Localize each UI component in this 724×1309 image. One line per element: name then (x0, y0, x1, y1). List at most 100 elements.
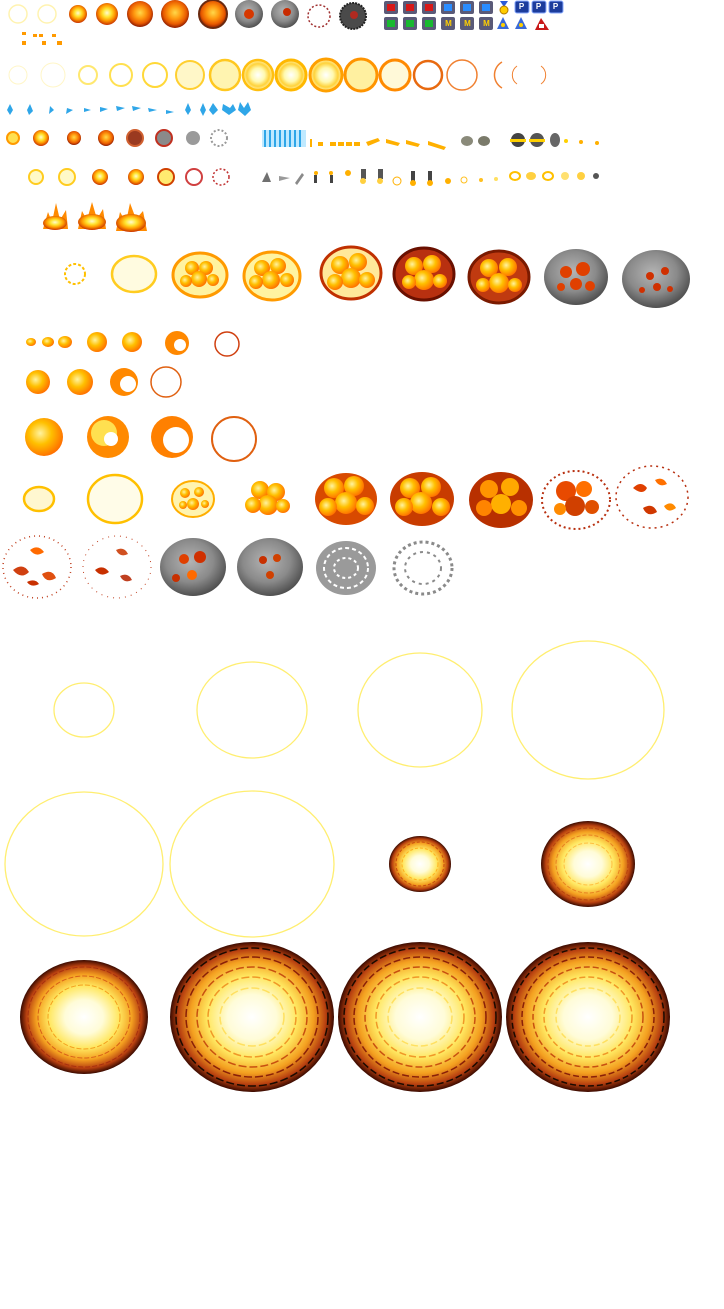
icon-green-crate (422, 17, 436, 30)
ring-frame (40, 62, 66, 88)
ring-frame (169, 790, 335, 938)
ring-frame (343, 57, 379, 93)
spark-particles (22, 32, 62, 45)
fireball-frame (171, 480, 215, 518)
explosion-frame (307, 4, 331, 28)
shock-orb (506, 942, 670, 1092)
shock-orb (389, 836, 451, 892)
explosion-frame (161, 0, 189, 28)
shield-m-icon (441, 17, 455, 30)
shockwave-ring-row (8, 57, 547, 93)
shock-orb (20, 960, 148, 1074)
smoke-frame (392, 540, 454, 596)
fire-burst (43, 203, 68, 230)
ring-frame (8, 65, 28, 85)
fire-burst-row (43, 202, 147, 232)
explosion-frame (198, 0, 228, 29)
blast-frame (126, 129, 144, 147)
icon-red-crate (384, 1, 398, 14)
blast-frame (33, 130, 49, 146)
ring-frame (53, 682, 115, 738)
shield-m-icon (479, 17, 493, 30)
small-blast-row (6, 129, 228, 147)
explosion-small-row (8, 0, 367, 30)
debris-frame (82, 535, 152, 599)
icon-red-crate (403, 1, 417, 14)
coin-row (509, 171, 599, 181)
mine-sprite (478, 136, 490, 146)
blob-row-large (25, 416, 257, 462)
blast-frame (98, 130, 114, 146)
bullet-row (310, 138, 446, 150)
smoke-frame (237, 538, 303, 596)
fire-cluster (180, 261, 219, 287)
powerup-p-label: P (552, 2, 559, 11)
ring-frame (511, 65, 518, 85)
icon-blue-crate (441, 1, 455, 14)
shield-m-label: M (483, 19, 490, 28)
thin-ring-row (53, 640, 665, 780)
blast-frame (155, 129, 173, 147)
smoke-frame (160, 538, 226, 596)
powerup-p-icon (548, 0, 564, 14)
crystal-shard-row (7, 102, 251, 116)
smoke-frame (544, 249, 608, 305)
fire-burst (116, 203, 147, 232)
blast-frame (67, 131, 81, 145)
shock-orb (170, 942, 334, 1092)
powerup-p-label: P (535, 2, 542, 11)
laser-beam-row (262, 130, 306, 147)
ship-icon (515, 17, 527, 29)
icon-green-crate (403, 17, 417, 30)
powerup-p-icon (514, 0, 530, 14)
debris-smoke-row (2, 535, 454, 599)
icon-blue-crate (479, 1, 493, 14)
explosion-frame (37, 4, 57, 24)
ring-frame (185, 168, 203, 186)
ring-frame (175, 60, 205, 90)
ship-icon (497, 17, 509, 29)
explosion-frame (110, 254, 158, 294)
explosion-frame (127, 1, 153, 27)
ring-frame (196, 661, 308, 759)
ring-frame (78, 65, 98, 85)
explosion-ember (350, 11, 358, 19)
explosion-ember (244, 9, 254, 19)
ring-frame (241, 58, 275, 92)
explosion-frame (96, 3, 118, 25)
ring-frame (412, 59, 444, 91)
fireball-sequence-row (22, 465, 689, 530)
shield-m-icon (460, 17, 474, 30)
fire-cluster (249, 258, 294, 289)
ring-frame (357, 652, 483, 768)
fire-cluster (402, 255, 447, 290)
fireball-frame (390, 472, 454, 526)
bomb-icon (535, 18, 549, 30)
ring-frame (92, 169, 108, 185)
big-shock-orb-row (20, 942, 670, 1092)
blob-row-medium (26, 366, 182, 398)
ember-cluster (557, 262, 595, 291)
ring-frame (157, 168, 175, 186)
rocket-row (262, 169, 498, 186)
explosion-frame (69, 5, 87, 23)
fireball-frame (469, 472, 533, 528)
blast-frame (210, 129, 228, 147)
ember-cluster (639, 267, 673, 293)
ring-frame (378, 58, 412, 92)
fireball-frame (615, 465, 689, 529)
ring-frame (540, 65, 547, 85)
debris-frame (2, 535, 72, 599)
large-ring-row (4, 790, 335, 938)
ring-frame (28, 169, 44, 185)
ring-frame (128, 169, 144, 185)
mine-sprite (550, 133, 560, 147)
ring-frame (109, 63, 133, 87)
blast-frame (186, 131, 200, 145)
fireball-frame (315, 473, 377, 525)
smoke-frame (622, 250, 690, 308)
shock-orb (338, 942, 502, 1092)
shock-orb-row (389, 821, 635, 907)
fireball-frame (245, 481, 290, 515)
